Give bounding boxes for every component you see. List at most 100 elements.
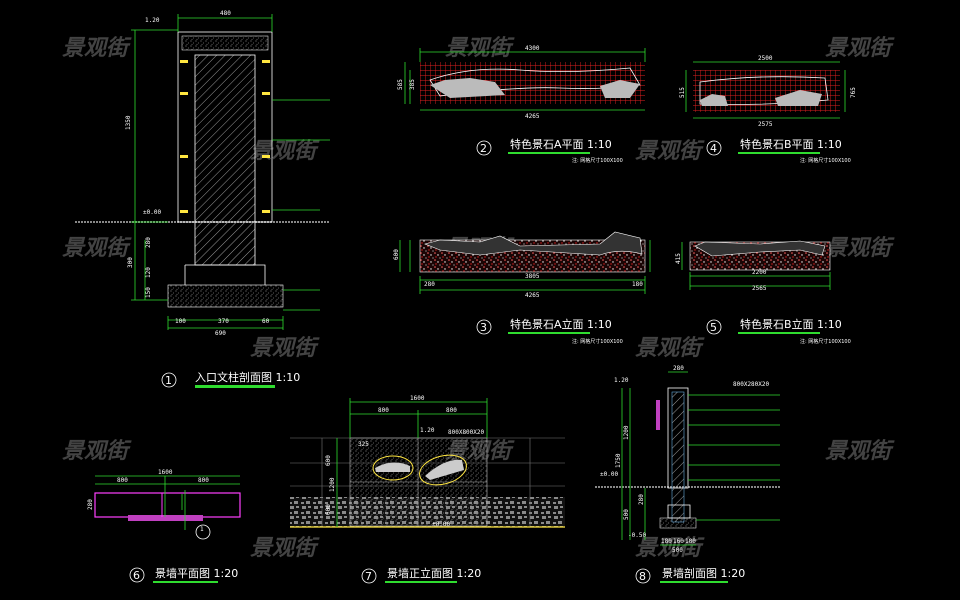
- dim-label: 500: [672, 547, 683, 554]
- note-text: 注: 网格尺寸100X100: [572, 157, 623, 164]
- watermark: 景观街: [825, 36, 895, 61]
- drawing-title: 特色景石A立面 1:10: [510, 317, 612, 331]
- watermark: 景观街: [445, 36, 515, 61]
- drawing-title: 景墙正立面图 1:20: [387, 566, 481, 580]
- column-core: [194, 54, 256, 266]
- watermark: 景观街: [62, 236, 132, 261]
- dim-label: 800: [378, 407, 389, 414]
- drawing-title: 特色景石B平面 1:10: [740, 137, 842, 151]
- column-cap: [181, 35, 269, 51]
- dim-label: 4265: [525, 292, 540, 299]
- watermark: 景观街: [635, 536, 705, 561]
- dim-label: 2575: [758, 121, 773, 128]
- dim-label: 600: [325, 504, 332, 515]
- watermark: 景观街: [62, 36, 132, 61]
- drawing-number: 6: [133, 569, 140, 582]
- watermark: 景观街: [825, 236, 895, 261]
- dim-label: 180: [685, 538, 696, 545]
- watermarks: 景观街 景观街 景观街 景观街 景观街 景观街 景观街 景观街 景观街 景观街 …: [62, 36, 895, 561]
- note-text: 注: 网格尺寸100X100: [800, 338, 851, 345]
- dim-label: 1750: [615, 453, 622, 468]
- dim-label: 2200: [752, 269, 767, 276]
- dim-label: 800: [117, 477, 128, 484]
- dim-label: 370: [218, 318, 229, 325]
- dim-label: 120: [145, 267, 152, 278]
- dim-label: 385: [409, 79, 416, 90]
- dim-label: 480: [220, 10, 231, 17]
- dim-label: 415: [675, 253, 682, 264]
- watermark: 景观街: [825, 439, 895, 464]
- dim-label: 4300: [525, 45, 540, 52]
- level-mark: ±0.00: [143, 209, 161, 216]
- footing: [167, 284, 284, 308]
- dim-label: 800: [198, 477, 209, 484]
- drawing-title: 景墙平面图 1:20: [155, 566, 238, 580]
- dim-label: 1600: [410, 395, 425, 402]
- dim-label: 280: [424, 281, 435, 288]
- dim-label: 150: [145, 287, 152, 298]
- dim-label: 600: [325, 455, 332, 466]
- drawing-number: 4: [710, 142, 717, 155]
- dim-label: 3805: [525, 273, 540, 280]
- level-mark: 1.20: [145, 17, 160, 24]
- dim-label: 4265: [525, 113, 540, 120]
- drawing-2-stone-a-plan: 4300 4265 585 385 2 特色景石A平面 1:10 注: 网格尺寸…: [397, 45, 646, 164]
- drawing-number: 2: [480, 142, 487, 155]
- drawing-3-stone-a-elevation: 3805 4265 280 180 600 3 特色景石A立面 1:10 注: …: [393, 231, 651, 345]
- drawing-number: 8: [639, 570, 646, 583]
- watermark: 景观街: [62, 439, 132, 464]
- dim-label: 160: [673, 538, 684, 545]
- dim-label: 180: [661, 538, 672, 545]
- dim-label: 765: [850, 87, 857, 98]
- section-mark: 1: [200, 526, 204, 533]
- dim-label: 1600: [158, 469, 173, 476]
- dim-label: 280: [145, 237, 152, 248]
- drawing-4-stone-b-plan: 2500 2575 515 765 4 特色景石B平面 1:10 注: 网格尺寸…: [679, 55, 857, 164]
- drawing-number: 7: [365, 570, 372, 583]
- dim-label: 60: [262, 318, 270, 325]
- level-mark: ±0.00: [600, 471, 618, 478]
- dim-label: 1350: [125, 115, 132, 130]
- watermark: 景观街: [250, 139, 320, 164]
- dim-label: 100: [175, 318, 186, 325]
- drawing-number: 3: [480, 321, 487, 334]
- dim-label: 2500: [758, 55, 773, 62]
- dim-label: 800: [446, 407, 457, 414]
- drawing-8-wall-section: 280 1750 1200 500 280 500 180 160 180 1.…: [595, 365, 780, 584]
- level-mark: ±0.00: [432, 521, 450, 528]
- dim-label: 1200: [623, 425, 630, 440]
- level-mark: -0.50: [628, 532, 646, 539]
- drawing-number: 1: [165, 374, 172, 387]
- drawing-1-column-section: 480 1350 690 370 100 60 280 300 120 150 …: [75, 10, 330, 388]
- note-text: 注: 网格尺寸100X100: [572, 338, 623, 345]
- level-mark: 1.20: [614, 377, 629, 384]
- dim-label: 180: [632, 281, 643, 288]
- drawing-title: 景墙剖面图 1:20: [662, 566, 745, 580]
- drawing-title: 特色景石A平面 1:10: [510, 137, 612, 151]
- drawing-number: 5: [710, 321, 717, 334]
- drawing-5-stone-b-elevation: 2200 2565 415 5 特色景石B立面 1:10 注: 网格尺寸100X…: [675, 240, 851, 345]
- dim-label: 2565: [752, 285, 767, 292]
- drawing-title: 入口文柱剖面图 1:10: [195, 370, 300, 384]
- material-label: 800X800X20: [448, 429, 485, 436]
- drawing-title: 特色景石B立面 1:10: [740, 317, 842, 331]
- dim-label: 500: [623, 509, 630, 520]
- dim-label: 325: [358, 441, 369, 448]
- drawing-6-wall-plan: 1 1600 800 800 280 6 景墙平面图 1:20: [87, 469, 241, 583]
- watermark: 景观街: [250, 536, 320, 561]
- dim-label: 300: [127, 257, 134, 268]
- dim-label: 280: [87, 499, 94, 510]
- dim-label: 600: [393, 249, 400, 260]
- note-text: 注: 网格尺寸100X100: [800, 157, 851, 164]
- drawing-7-wall-elevation: 1600 800 800 1200 600 600 325 1.20 ±0.00…: [290, 395, 565, 584]
- watermark: 景观街: [250, 336, 320, 361]
- dim-label: 280: [673, 365, 684, 372]
- dim-label: 280: [638, 494, 645, 505]
- dim-label: 585: [397, 79, 404, 90]
- dim-label: 515: [679, 87, 686, 98]
- watermark: 景观街: [635, 336, 705, 361]
- material-label: 800X280X20: [733, 381, 770, 388]
- dim-label: 1200: [329, 477, 336, 492]
- dim-label: 690: [215, 330, 226, 337]
